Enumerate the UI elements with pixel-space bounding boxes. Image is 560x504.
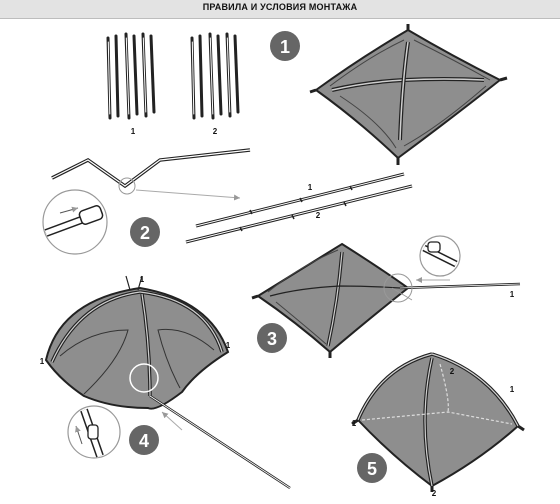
label-pole-1: 1 (308, 183, 313, 192)
step-3-badge: 3 (257, 323, 287, 353)
assembled-pole-1 (195, 172, 405, 228)
callout-line (391, 287, 413, 301)
magnifier-icon (42, 189, 108, 255)
label-pole-set-1: 1 (131, 127, 136, 136)
half-raised-tent (44, 275, 230, 410)
pole-to-ground (149, 394, 291, 490)
sleeve-highlight (383, 273, 413, 303)
arrow-icon (135, 189, 241, 201)
label-pole-2: 2 (316, 211, 321, 220)
step-5-badge: 5 (357, 453, 387, 483)
step-4-number: 4 (139, 431, 149, 451)
step-1-badge: 1 (270, 31, 300, 61)
label-step5-right: 1 (510, 385, 515, 394)
header-bar: ПРАВИЛА И УСЛОВИЯ МОНТАЖА (0, 0, 560, 19)
label-step4-top: 1 (140, 275, 145, 284)
flat-tent (309, 24, 508, 165)
step-3-number: 3 (267, 329, 277, 349)
step-1-number: 1 (280, 37, 290, 57)
label-step5-left: 1 (352, 419, 357, 428)
magnifier-icon (419, 235, 461, 277)
sleeve-highlight (129, 363, 159, 393)
assembly-illustration: 1 2 1 (40, 24, 525, 498)
pole-bundle-1 (106, 32, 156, 120)
folded-pole (51, 148, 251, 189)
label-pole-set-2: 2 (213, 127, 218, 136)
arrow-icon (161, 411, 183, 431)
label-step3-pole: 1 (510, 290, 515, 299)
step-2-number: 2 (140, 223, 150, 243)
magnifier-icon (67, 405, 121, 459)
step-4-badge: 4 (129, 425, 159, 455)
label-step4-left: 1 (40, 357, 45, 366)
assembled-pole-2 (185, 184, 413, 244)
joint-highlight (118, 177, 136, 195)
label-step4-right: 1 (226, 341, 231, 350)
pole-bundle-2 (190, 32, 240, 120)
step-5-number: 5 (367, 459, 377, 479)
step-2-badge: 2 (130, 217, 160, 247)
inserted-pole (399, 282, 521, 290)
label-step5-bottom: 2 (432, 489, 437, 498)
page-title: ПРАВИЛА И УСЛОВИЯ МОНТАЖА (202, 2, 358, 12)
assembled-tent (351, 352, 525, 492)
label-step5-top: 2 (450, 367, 455, 376)
